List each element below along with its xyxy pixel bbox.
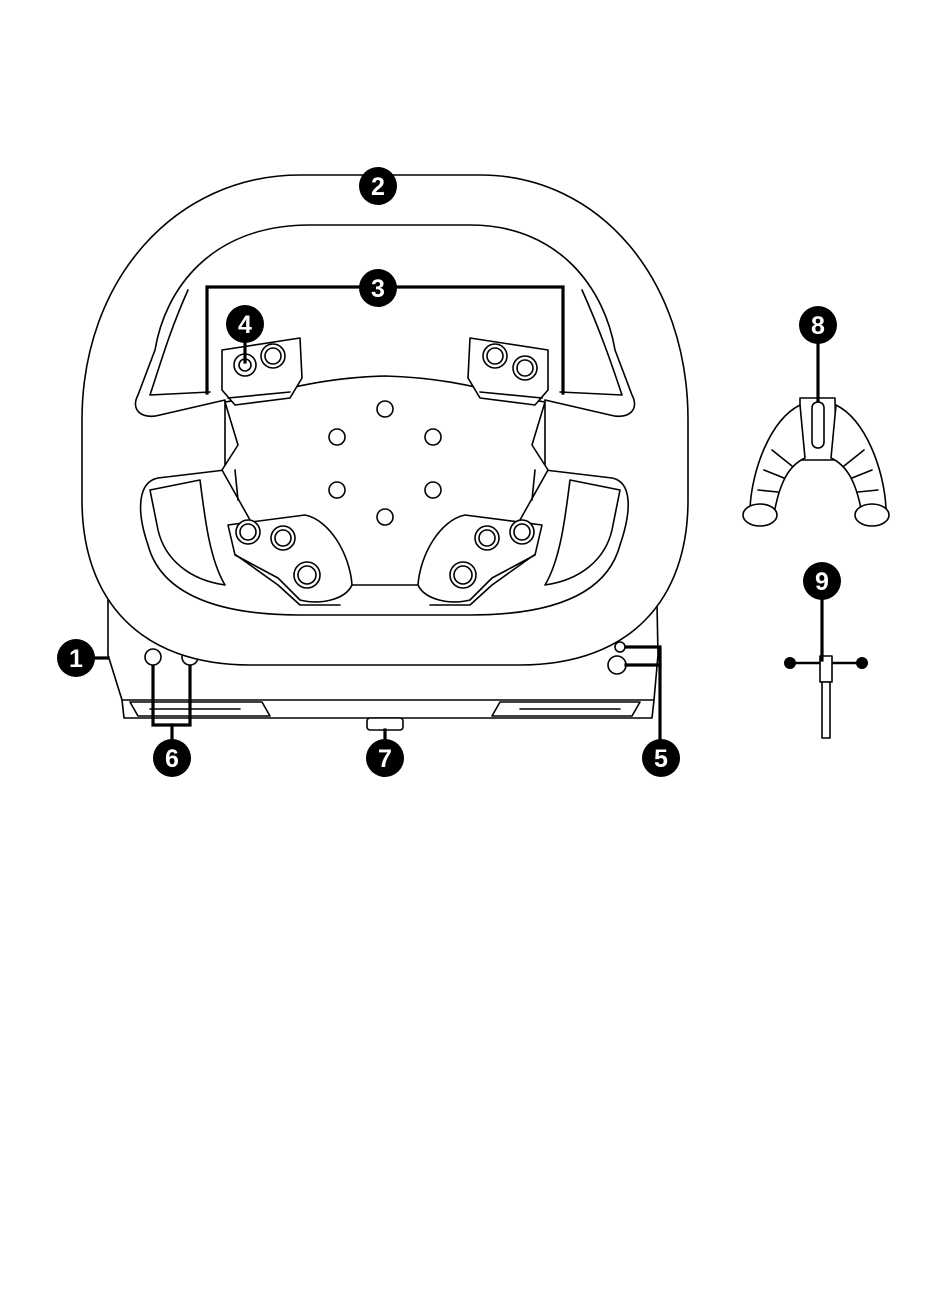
top-left-button-cluster bbox=[222, 338, 302, 405]
callout-4: 4 bbox=[226, 305, 264, 343]
screw-shaft bbox=[822, 682, 830, 738]
callout-3: 3 bbox=[359, 269, 397, 307]
hub-hole bbox=[329, 482, 345, 498]
callout-6: 6 bbox=[153, 739, 191, 777]
bottom-connector bbox=[367, 718, 403, 730]
callout-1: 1 bbox=[57, 639, 95, 677]
hub-hole bbox=[425, 482, 441, 498]
hub-hole bbox=[425, 429, 441, 445]
round-button-cap bbox=[517, 360, 533, 376]
callout-7-label: 7 bbox=[378, 745, 392, 773]
screw-knob-right bbox=[856, 657, 868, 669]
round-button-cap bbox=[240, 524, 256, 540]
callout-3-label: 3 bbox=[371, 275, 385, 303]
screw-knob-left bbox=[784, 657, 796, 669]
callout-9: 9 bbox=[803, 562, 841, 600]
holder-foot-left bbox=[743, 504, 777, 526]
round-button-cap bbox=[479, 530, 495, 546]
callout-8: 8 bbox=[799, 306, 837, 344]
round-button-cap bbox=[487, 348, 503, 364]
callout-2: 2 bbox=[359, 167, 397, 205]
callout-2-label: 2 bbox=[371, 173, 385, 201]
round-button-cap bbox=[454, 566, 472, 584]
callout-5-label: 5 bbox=[654, 745, 668, 773]
hub-hole bbox=[377, 401, 393, 417]
callout-5: 5 bbox=[642, 739, 680, 777]
accessory-holder bbox=[743, 398, 889, 526]
round-button-cap bbox=[298, 566, 316, 584]
callout-4-label: 4 bbox=[238, 311, 252, 339]
callout-6-label: 6 bbox=[165, 745, 179, 773]
callout-7: 7 bbox=[366, 739, 404, 777]
status-led bbox=[615, 642, 625, 652]
holder-foot-right bbox=[855, 504, 889, 526]
round-button-cap bbox=[275, 530, 291, 546]
hub-hole bbox=[377, 509, 393, 525]
callout-8-label: 8 bbox=[811, 312, 825, 340]
top-right-button-cluster bbox=[468, 338, 548, 405]
round-button-cap bbox=[514, 524, 530, 540]
callout-1-label: 1 bbox=[69, 645, 83, 673]
fixing-screw bbox=[784, 656, 868, 738]
left-port-1 bbox=[145, 649, 161, 665]
mode-button bbox=[608, 656, 626, 674]
round-button-cap bbox=[265, 348, 281, 364]
hub-hole bbox=[329, 429, 345, 445]
callout-9-label: 9 bbox=[815, 568, 829, 596]
